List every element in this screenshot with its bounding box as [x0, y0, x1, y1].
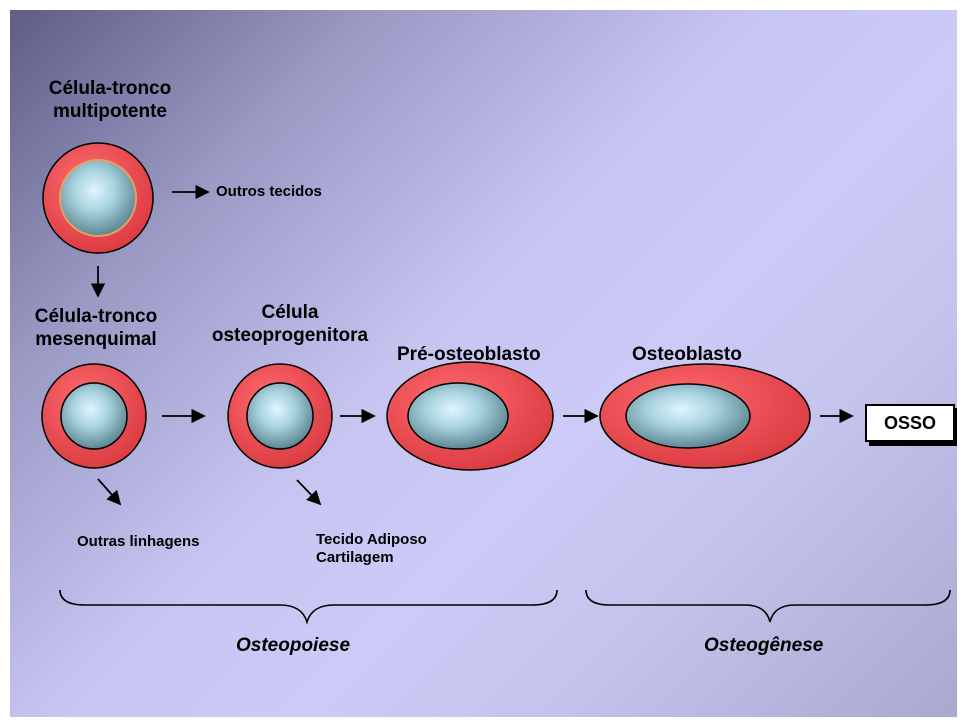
osteoprogenitor-cell	[227, 363, 333, 469]
adipose-cartilage-label: Tecido Adiposo Cartilagem	[316, 531, 427, 566]
arrow-adipose-cartilage	[296, 479, 322, 506]
pre-osteoblast-cell	[386, 361, 554, 471]
osteoblast-label: Osteoblasto	[632, 344, 742, 365]
mesenchymal-cell	[41, 363, 147, 469]
mesenchymal-label: Célula-tronco mesenquimal	[34, 306, 158, 350]
osteoprogenitor-label: Célula osteoprogenitora	[211, 302, 369, 346]
pre-osteoblast-label: Pré-osteoblasto	[397, 344, 541, 365]
osteoblast-cell	[599, 363, 811, 469]
osteogenesis-label: Osteogênese	[704, 635, 824, 656]
arrows	[90, 184, 854, 506]
osteopoiesis-label: Osteopoiese	[236, 635, 351, 656]
arrow-other-lineages	[97, 478, 122, 506]
bone-box: OSSO	[865, 404, 955, 442]
diagram-canvas	[41, 142, 951, 625]
other-tissues-label: Outros tecidos	[216, 183, 322, 200]
brace-osteopoiesis	[59, 589, 558, 625]
diagram-slide: Célula-tronco multipotente Outros tecido…	[10, 10, 957, 717]
multipotent-label: Célula-tronco multipotente	[48, 78, 172, 122]
brace-osteogenesis	[585, 589, 951, 623]
multipotent-cell	[42, 142, 154, 254]
other-lineages-label: Outras linhagens	[77, 533, 200, 550]
